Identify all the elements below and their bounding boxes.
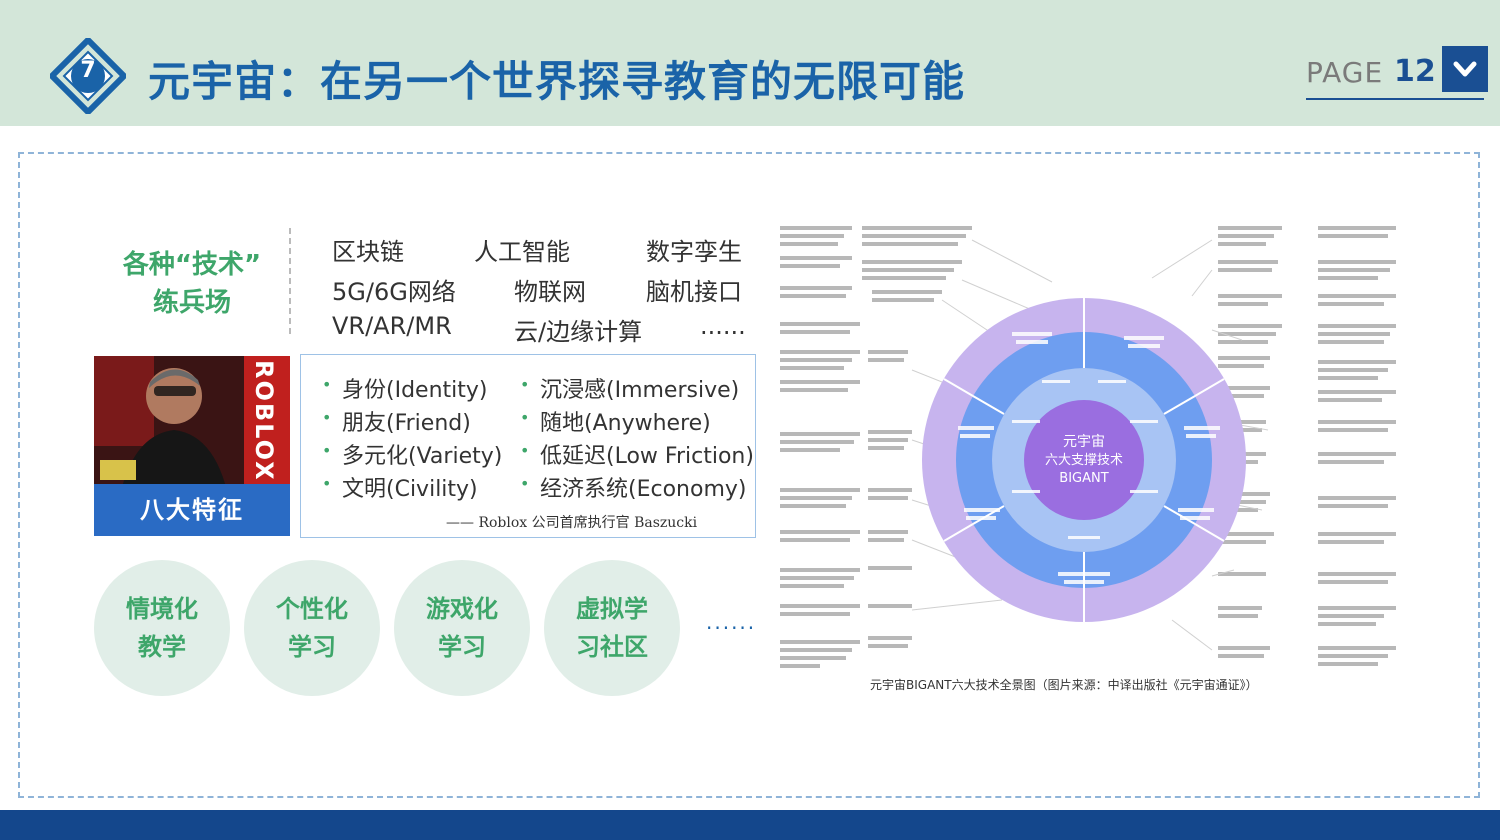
feature-item: 随地(Anywhere) xyxy=(520,405,711,437)
diagram-center-line3: BIGANT xyxy=(1059,471,1108,486)
diagram-center-line1: 元宇宙 xyxy=(1063,434,1105,450)
tech-label-line2: 练兵场 xyxy=(152,288,231,318)
bigant-diagram: 元宇宙 六大支撑技术 BIGANT xyxy=(780,226,1396,668)
tech-label-line1: 各种“技术” xyxy=(122,250,262,280)
section-badge-icon xyxy=(50,38,126,114)
tech-item: 数字孪生 xyxy=(646,238,742,266)
tech-item: 脑机接口 xyxy=(646,278,742,306)
circle-line1: 个性化 xyxy=(276,595,348,623)
diagram-annotations-left xyxy=(780,226,972,668)
tech-item: 云/边缘计算 xyxy=(514,318,643,346)
tech-label: 各种“技术” 练兵场 xyxy=(104,246,280,322)
page-menu-button[interactable] xyxy=(1442,46,1488,92)
circle-line2: 学习 xyxy=(438,633,486,661)
tech-divider xyxy=(289,228,291,334)
feature-item: 多元化(Variety) xyxy=(322,438,502,470)
circle-situational-teaching: 情境化教学 xyxy=(94,560,230,696)
section-number: 7 xyxy=(80,58,96,83)
tech-item: 人工智能 xyxy=(474,238,570,266)
circle-personalized-learning: 个性化学习 xyxy=(244,560,380,696)
feature-item: 朋友(Friend) xyxy=(322,405,471,437)
diagram-core xyxy=(1024,400,1144,520)
features-box xyxy=(300,354,756,538)
circle-line2: 习社区 xyxy=(576,633,648,661)
page-label: PAGE xyxy=(1306,56,1384,89)
footer-bar xyxy=(0,810,1500,840)
roblox-logo-text: ROBLOX xyxy=(250,360,278,482)
tech-item: 物联网 xyxy=(514,278,586,306)
page-underline xyxy=(1306,98,1484,100)
feature-item: 低延迟(Low Friction) xyxy=(520,438,754,470)
circle-line1: 虚拟学 xyxy=(576,595,648,623)
feature-item: 经济系统(Economy) xyxy=(520,471,747,503)
diagram-segments xyxy=(943,298,1225,622)
content-panel xyxy=(18,152,1480,798)
circle-line1: 游戏化 xyxy=(426,595,498,623)
circle-line2: 教学 xyxy=(138,633,186,661)
tech-item: 5G/6G网络 xyxy=(332,278,456,306)
tech-item: ...... xyxy=(700,312,746,340)
diagram-annotations-right xyxy=(1218,226,1396,666)
diagram-caption: 元宇宙BIGANT六大技术全景图（图片来源：中译出版社《元宇宙通证》） xyxy=(870,678,1258,692)
page-title: 元宇宙：在另一个世界探寻教育的无限可能 xyxy=(148,57,966,106)
circle-line2: 学习 xyxy=(288,633,336,661)
header-bar xyxy=(0,0,1500,126)
ceo-quote: —— Roblox 公司首席执行官 Baszucki xyxy=(446,515,698,531)
circle-gamified-learning: 游戏化学习 xyxy=(394,560,530,696)
chevron-down-icon xyxy=(1453,61,1477,77)
page-number: 12 xyxy=(1394,54,1436,89)
tech-item: VR/AR/MR xyxy=(332,312,452,340)
tech-item: 区块链 xyxy=(332,238,404,266)
photo-caption: 八大特征 xyxy=(94,484,290,536)
circle-virtual-community: 虚拟学习社区 xyxy=(544,560,680,696)
diagram-ring-labels xyxy=(958,332,1220,584)
diagram-center-line2: 六大支撑技术 xyxy=(1045,453,1123,468)
feature-item: 身份(Identity) xyxy=(322,372,488,404)
circles-more: ...... xyxy=(706,610,757,634)
circle-line1: 情境化 xyxy=(126,595,198,623)
feature-item: 沉浸感(Immersive) xyxy=(520,372,739,404)
feature-item: 文明(Civility) xyxy=(322,471,478,503)
